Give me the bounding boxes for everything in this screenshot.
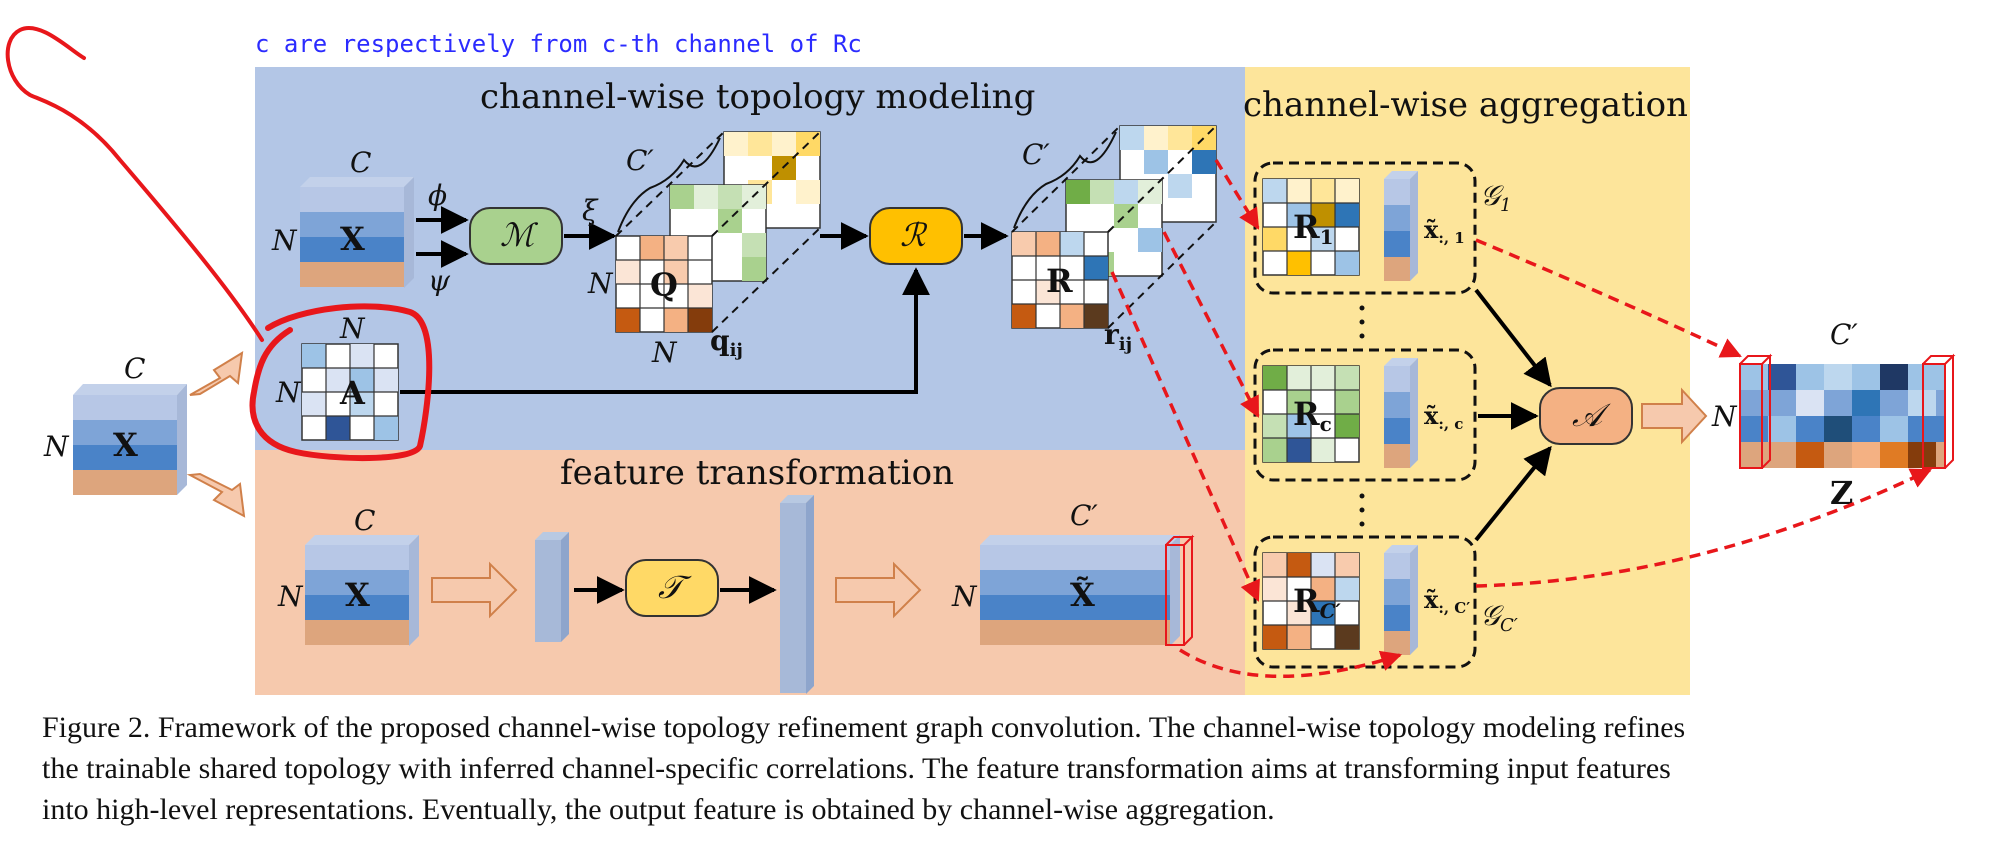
input-feature-x-left: C N X <box>43 352 187 495</box>
red-annotation-circle <box>249 303 433 462</box>
label-xcprime: x̃:, C′ <box>1424 585 1470 617</box>
caption-line-1: Figure 2. Framework of the proposed chan… <box>42 711 1686 744</box>
caption-line-3: into high-level representations. Eventua… <box>42 793 1275 826</box>
matrix-r1: R1 <box>1262 178 1360 276</box>
label-qij: qij <box>710 324 743 361</box>
topology-panel-title: channel-wise topology modeling <box>480 77 1035 117</box>
label-rc: Rc <box>1293 395 1332 436</box>
arrow-a-to-r-op <box>400 267 930 394</box>
hollow-arrow-up <box>189 351 244 396</box>
column-xc <box>1384 358 1418 468</box>
label-n-left: N <box>43 430 70 463</box>
caption-line-2: the trainable shared topology with infer… <box>42 752 1671 785</box>
label-c-transform: C <box>354 504 375 537</box>
label-c-topo: C <box>350 146 371 179</box>
label-x-transform: X <box>345 576 370 614</box>
tensor-r-stack: C′ R rij <box>1011 125 1217 355</box>
annotation-text: c are respectively from c-th channel of … <box>255 30 862 58</box>
label-n-xt: N <box>951 580 978 613</box>
hollow-arrow-transform-2 <box>835 561 922 619</box>
arrow-g1-to-a <box>1474 288 1552 388</box>
label-n-q-left: N <box>587 267 614 300</box>
label-xi: ξ <box>582 194 599 227</box>
label-cprime-q: C′ <box>626 144 654 177</box>
aggregation-panel-title: channel-wise aggregation <box>1243 85 1688 125</box>
red-dashed-connectors <box>1110 159 1932 678</box>
label-rcprime: RC′ <box>1293 582 1342 623</box>
label-psi: ψ <box>428 264 451 297</box>
label-x1: x̃:, 1 <box>1424 215 1465 247</box>
ellipsis-dots-upper <box>1359 305 1365 339</box>
label-xc: x̃:, c <box>1424 401 1463 433</box>
label-n-transform: N <box>277 580 304 613</box>
label-rij: rij <box>1104 318 1132 355</box>
matrix-rcprime: RC′ <box>1262 552 1360 650</box>
operator-a <box>1539 387 1633 445</box>
label-n-a-top: N <box>339 312 366 345</box>
output-feature-z: C′ N Z <box>1711 318 1956 512</box>
transform-panel-title: feature transformation <box>560 453 954 493</box>
label-n-z: N <box>1711 400 1738 433</box>
label-x-left: X <box>113 426 138 464</box>
label-cprime-xt: C′ <box>1070 499 1098 532</box>
arrow-gcp-to-a <box>1474 445 1552 542</box>
feature-x-tilde: C′ N X̃ <box>951 499 1195 646</box>
label-z: Z <box>1830 474 1853 512</box>
operator-t <box>625 559 719 617</box>
label-c-left: C <box>124 352 145 385</box>
adjacency-matrix-a: A N N <box>275 312 399 441</box>
label-r1: R1 <box>1293 208 1334 249</box>
operator-m-label: ℳ <box>500 216 539 254</box>
label-q: Q <box>650 266 678 304</box>
feature-x-topology: C N X <box>271 146 414 288</box>
figure-caption: Figure 2. Framework of the proposed chan… <box>42 707 1954 830</box>
column-x1 <box>1384 171 1418 281</box>
label-a: A <box>339 374 366 412</box>
label-n-q-bottom: N <box>651 336 678 369</box>
column-xcprime <box>1384 545 1418 655</box>
label-phi: ϕ <box>428 179 447 212</box>
operator-r-label: ℛ <box>900 216 928 254</box>
hollow-arrow-output <box>1641 387 1708 445</box>
feature-x-transform: C N X <box>277 504 419 646</box>
thin-column-left <box>535 532 569 642</box>
label-xt: X̃ <box>1070 576 1095 614</box>
tensor-q-stack: C′ Q N N qij <box>587 131 821 369</box>
label-n-a-left: N <box>275 376 302 409</box>
hollow-arrow-down <box>186 472 246 518</box>
hollow-arrow-transform-1 <box>431 561 518 619</box>
label-r: R <box>1046 262 1073 300</box>
framework-diagram: channel-wise topology modeling channel-w… <box>5 26 1956 695</box>
label-x-topo: X <box>340 220 365 258</box>
matrix-rc: Rc <box>1262 365 1360 463</box>
group-cprime-box <box>1253 535 1477 669</box>
operator-m <box>469 207 563 265</box>
red-annotation-curve <box>5 26 264 342</box>
label-n-topo: N <box>271 224 298 257</box>
ellipsis-dots-lower <box>1359 493 1365 527</box>
tall-column <box>780 495 814 694</box>
label-cprime-z: C′ <box>1830 318 1858 351</box>
label-cprime-r: C′ <box>1022 138 1050 171</box>
operator-r <box>869 207 963 265</box>
